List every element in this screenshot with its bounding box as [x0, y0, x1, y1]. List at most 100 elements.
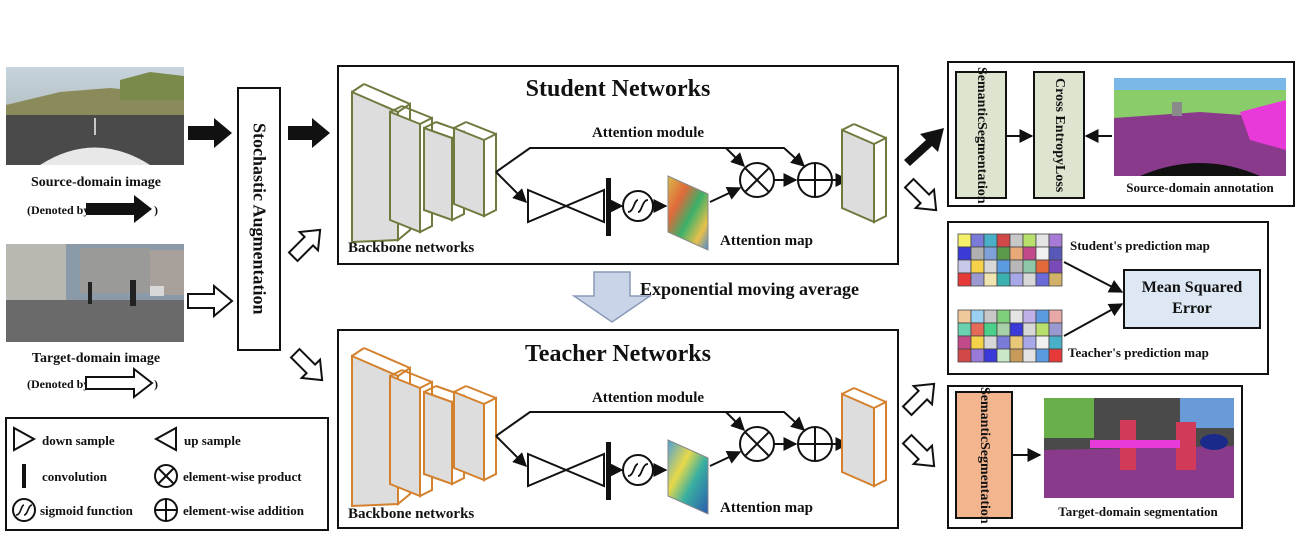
teacher-to-mse-hollow-arrow: [901, 382, 936, 417]
prediction-cell: [1022, 272, 1037, 287]
target-domain-label: Target-domain image: [32, 351, 160, 366]
prediction-cell: [983, 259, 998, 274]
student-convolution-icon: [606, 178, 611, 236]
prediction-cell: [983, 233, 998, 248]
loss-line-2: Loss: [1052, 164, 1067, 193]
prediction-cell: [1048, 233, 1063, 248]
teacher-backbone-label: Backbone networks: [348, 506, 474, 522]
mse-line-2: Error: [1172, 300, 1212, 317]
student-prediction-label: Student's prediction map: [1070, 238, 1210, 253]
target-semantic-segmentation-box: [955, 391, 1013, 519]
prediction-cell: [1035, 348, 1050, 363]
teacher-layer-4: [453, 385, 497, 482]
target-to-aug-arrow: [187, 283, 234, 319]
source-domain-annotation-image: [1114, 78, 1286, 176]
legend-element-product: element-wise product: [183, 469, 302, 484]
source-semantic-segmentation-box: [955, 71, 1007, 199]
prediction-cell: [1009, 322, 1024, 337]
student-attention-map-label: Attention map: [720, 233, 813, 249]
prediction-cell: [970, 322, 985, 337]
prediction-cell: [996, 335, 1011, 350]
student-to-mse-arrow: [1063, 261, 1124, 293]
stochastic-augmentation-label: Stochastic Augmentation: [249, 123, 270, 315]
teacher-to-mse-arrow: [1063, 303, 1124, 337]
prediction-cell: [957, 335, 972, 350]
prediction-cell: [996, 322, 1011, 337]
prediction-cell: [1035, 322, 1050, 337]
source-domain-annotation-label: Source-domain annotation: [1126, 180, 1274, 195]
mse-line-1: Mean Squared: [1142, 279, 1243, 296]
source-seg-line-2: Segmentation: [974, 121, 989, 204]
stochastic-augmentation-box: [237, 87, 281, 351]
prediction-cell: [1009, 246, 1024, 261]
legend-sigmoid-icon: [12, 498, 36, 522]
prediction-cell: [970, 272, 985, 287]
prediction-cell: [1048, 259, 1063, 274]
aug-to-student-hollow-arrow: [287, 228, 322, 263]
source-semantic-segmentation-label: Semantic Segmentation: [956, 67, 1006, 204]
target-domain-segmentation-label: Target-domain segmentation: [1058, 504, 1218, 519]
teacher-prediction-label: Teacher's prediction map: [1068, 345, 1209, 360]
target-seg-line-2: Segmentation: [977, 441, 992, 524]
teacher-down-sample-icon: [527, 452, 569, 488]
source-seg-line-1: Semantic: [974, 66, 989, 122]
prediction-cell: [1048, 335, 1063, 350]
prediction-cell: [983, 348, 998, 363]
prediction-cell: [970, 233, 985, 248]
solid-arrow-icon: [86, 195, 152, 223]
student-attention-map: [667, 175, 709, 251]
prediction-cell: [1009, 335, 1024, 350]
prediction-cell: [1035, 259, 1050, 274]
source-denoted-suffix: ): [154, 203, 158, 217]
prediction-cell: [1035, 233, 1050, 248]
prediction-cell: [983, 246, 998, 261]
cross-entropy-loss-label: Cross Entropy Loss: [1034, 72, 1084, 198]
teacher-sigmoid-icon: [622, 454, 654, 486]
prediction-cell: [996, 233, 1011, 248]
prediction-cell: [1035, 309, 1050, 324]
source-domain-label: Source-domain image: [31, 175, 161, 190]
legend-up-sample: up sample: [184, 433, 241, 448]
prediction-cell: [957, 246, 972, 261]
student-attention-module-label: Attention module: [592, 125, 704, 141]
source-denoted-prefix: (Denoted by: [27, 203, 89, 217]
teacher-backbone-layers: [351, 347, 497, 508]
legend-element-addition: element-wise addition: [183, 503, 305, 518]
teacher-networks-title: Teacher Networks: [525, 341, 711, 367]
source-to-aug-arrow: [188, 118, 232, 148]
hollow-arrow-icon: [85, 366, 154, 400]
prediction-cell: [996, 246, 1011, 261]
legend-down-sample: down sample: [42, 433, 115, 448]
prediction-cell: [957, 272, 972, 287]
prediction-cell: [970, 259, 985, 274]
target-semantic-segmentation-label: Semantic Segmentation: [956, 387, 1012, 524]
cross-entropy-loss-box: [1033, 71, 1085, 199]
prediction-cell: [1035, 335, 1050, 350]
ema-arrow-icon: [571, 271, 653, 323]
prediction-cell: [1022, 309, 1037, 324]
teacher-up-sample-icon: [563, 452, 605, 488]
prediction-cell: [1022, 348, 1037, 363]
prediction-cell: [1048, 272, 1063, 287]
prediction-cell: [996, 259, 1011, 274]
prediction-cell: [1022, 233, 1037, 248]
student-output-layer: [841, 128, 875, 224]
student-up-sample-icon: [563, 188, 605, 224]
prediction-cell: [1009, 272, 1024, 287]
prediction-cell: [983, 335, 998, 350]
prediction-cell: [1035, 272, 1050, 287]
prediction-cell: [1048, 246, 1063, 261]
target-domain-segmentation-image: [1044, 398, 1234, 498]
student-prediction-map: [957, 233, 1063, 287]
legend-sigmoid: sigmoid function: [40, 503, 134, 518]
ema-label: Exponential moving average: [640, 279, 859, 299]
prediction-cell: [1022, 335, 1037, 350]
prediction-cell: [983, 322, 998, 337]
prediction-cell: [957, 233, 972, 248]
target-domain-image: [6, 244, 184, 342]
prediction-cell: [983, 272, 998, 287]
student-down-sample-icon: [527, 188, 569, 224]
prediction-cell: [970, 348, 985, 363]
student-sigmoid-icon: [622, 190, 654, 222]
teacher-attention-map-label: Attention map: [720, 500, 813, 516]
